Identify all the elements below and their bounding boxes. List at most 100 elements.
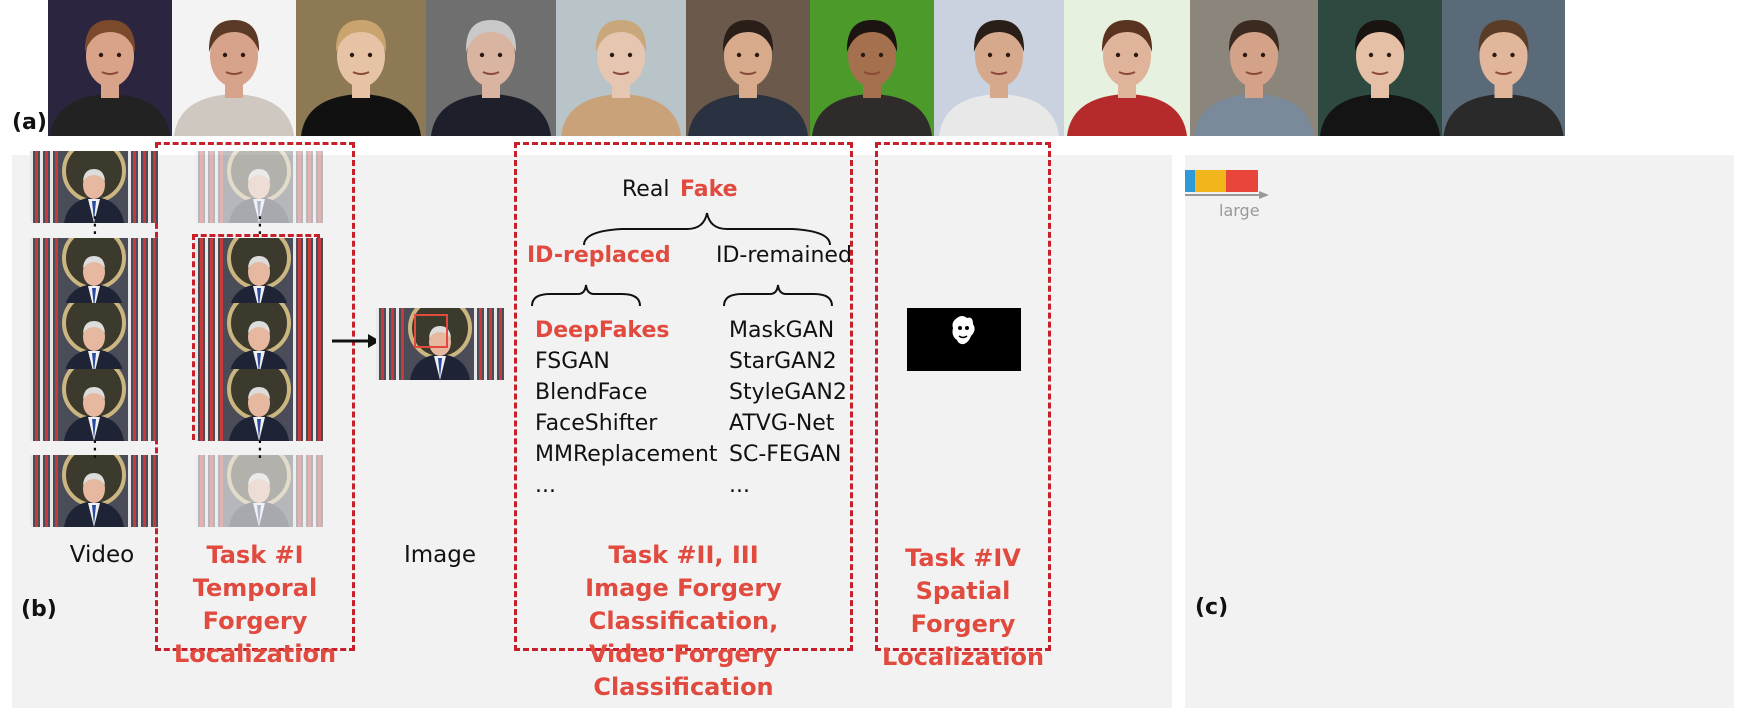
task1-frame — [195, 238, 323, 310]
ellipsis-icon: ⋮ — [84, 213, 106, 238]
tree-brace-left — [531, 284, 641, 307]
dataset-scatter-panel: 104105106107108101102103104105106# Image… — [57, 143, 1734, 708]
face-strip — [0, 0, 1744, 150]
scatter-chart: 104105106107108101102103104105106# Image… — [57, 143, 1269, 642]
podium-speaker-icon — [30, 238, 158, 310]
podium-speaker-icon — [30, 303, 158, 375]
face-thumbnail — [686, 0, 810, 136]
task4-title-line1: Task #IV — [905, 544, 1021, 572]
portrait-icon — [172, 0, 296, 136]
legend-arrow-head — [1259, 191, 1269, 199]
portrait-icon — [810, 0, 934, 136]
podium-speaker-icon — [30, 151, 158, 223]
method-item: FaceShifter — [535, 411, 658, 436]
face-thumbnail — [1190, 0, 1318, 136]
task23-title: Task #II, III Image Forgery Classificati… — [514, 539, 853, 704]
task-panel: Video Task #I Temporal Forgery Localizat… — [12, 142, 1172, 708]
task1-title-line3: Localization — [173, 640, 337, 668]
method-item: MMReplacement — [535, 442, 718, 467]
portrait-icon — [1442, 0, 1565, 136]
method-item: ATVG-Net — [729, 411, 835, 436]
ellipsis-icon: ⋮ — [84, 437, 106, 462]
tree-brace-right — [723, 284, 833, 307]
forgery-mask — [907, 308, 1021, 371]
arrow-icon — [332, 334, 380, 348]
label-b: (b) — [21, 597, 57, 622]
portrait-icon — [1318, 0, 1442, 136]
legend-swatch — [1226, 170, 1258, 192]
task1-frame — [195, 369, 323, 441]
size-legend: smalllarge — [1133, 170, 1269, 220]
portrait-icon — [934, 0, 1064, 136]
face-thumbnail — [810, 0, 934, 136]
face-thumbnail — [296, 0, 426, 136]
method-item: BlendFace — [535, 380, 648, 405]
method-item: MaskGAN — [729, 318, 835, 343]
task23-box — [514, 142, 853, 651]
podium-speaker-icon — [195, 238, 323, 310]
legend-large-label: large — [1219, 201, 1260, 220]
face-thumbnail — [556, 0, 686, 136]
task23-title-line1: Task #II, III — [608, 541, 759, 569]
label-a: (a) — [12, 110, 47, 135]
image-thumbnail — [376, 308, 504, 380]
podium-speaker-icon — [376, 308, 504, 380]
podium-speaker-icon — [30, 369, 158, 441]
task4-title: Task #IV Spatial Forgery Localization — [875, 542, 1051, 674]
podium-speaker-icon — [195, 151, 323, 223]
face-thumbnail — [172, 0, 296, 136]
task4-title-line3: Localization — [881, 643, 1045, 671]
method-item: ... — [535, 473, 556, 498]
tree-brace-top — [583, 212, 831, 246]
portrait-icon — [48, 0, 172, 136]
face-thumbnail — [934, 0, 1064, 136]
face-thumbnail — [1064, 0, 1190, 136]
video-frame — [30, 303, 158, 375]
legend-swatch — [1164, 170, 1196, 192]
face-thumbnail — [1318, 0, 1442, 136]
method-item: StarGAN2 — [729, 349, 837, 374]
task4-box — [875, 142, 1051, 651]
method-item: ... — [729, 473, 750, 498]
video-label: Video — [69, 542, 135, 568]
task1-frame-faded — [195, 151, 323, 223]
method-item: DeepFakes — [535, 318, 670, 343]
portrait-icon — [296, 0, 426, 136]
face-bounding-box — [414, 314, 448, 348]
method-item: SC-FEGAN — [729, 442, 842, 467]
video-frame — [30, 238, 158, 310]
video-frame — [30, 455, 158, 527]
image-frame-inner — [376, 308, 504, 380]
mask-shape-icon — [952, 316, 975, 345]
portrait-icon — [556, 0, 686, 136]
tree-branch-left: ID-replaced — [527, 243, 671, 268]
face-thumbnail — [426, 0, 556, 136]
video-frame — [30, 151, 158, 223]
podium-speaker-icon — [195, 303, 323, 375]
podium-speaker-icon — [195, 455, 323, 527]
tree-branch-right: ID-remained — [716, 243, 852, 268]
face-thumbnail — [1442, 0, 1565, 136]
image-label: Image — [403, 542, 477, 568]
label-c: (c) — [1195, 595, 1229, 620]
portrait-icon — [686, 0, 810, 136]
tree-root-fake: Fake — [680, 177, 738, 202]
method-item: FSGAN — [535, 349, 610, 374]
tree-root-real: Real — [622, 177, 670, 202]
method-item: StyleGAN2 — [729, 380, 847, 405]
portrait-icon — [1064, 0, 1190, 136]
portrait-icon — [426, 0, 556, 136]
face-thumbnail — [48, 0, 172, 136]
video-frame — [30, 369, 158, 441]
task1-title-line2: Temporal Forgery — [192, 574, 318, 635]
task23-title-line2: Image Forgery Classification, — [585, 574, 782, 635]
task1-frame — [195, 303, 323, 375]
podium-speaker-icon — [195, 369, 323, 441]
task1-title: Task #I Temporal Forgery Localization — [152, 539, 358, 671]
task4-title-line2: Spatial Forgery — [910, 577, 1016, 638]
ellipsis-icon: ⋮ — [249, 213, 271, 238]
ellipsis-icon: ⋮ — [249, 437, 271, 462]
legend-swatch — [1195, 170, 1227, 192]
task23-title-line3: Video Forgery Classification — [588, 640, 779, 701]
task1-frame-faded — [195, 455, 323, 527]
